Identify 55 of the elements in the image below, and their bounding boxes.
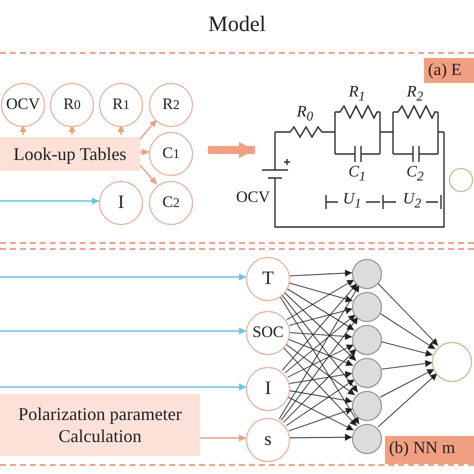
section-label: (b) NN m (385, 436, 474, 464)
arrow (288, 282, 353, 302)
arrow (287, 396, 354, 431)
arrow (381, 341, 433, 357)
arrow (284, 292, 356, 362)
arrow (0, 274, 246, 280)
node-circle: s (246, 418, 290, 462)
arrow (280, 316, 358, 421)
diagram-title: Model (208, 11, 266, 37)
arrow (285, 344, 356, 396)
arrow (140, 148, 149, 156)
arrow (139, 164, 158, 185)
node-circle: SOC (246, 311, 290, 355)
neuron-circle (352, 259, 382, 289)
block-arrow (208, 142, 255, 158)
arrow (288, 338, 354, 366)
arrow (287, 344, 354, 378)
arrow (282, 283, 358, 371)
neuron-circle (352, 325, 382, 355)
output-neuron-circle (432, 342, 472, 382)
arrow (377, 282, 438, 346)
arrow (139, 119, 158, 140)
node-circle: I (246, 367, 290, 411)
arrow (0, 384, 246, 390)
arrow (379, 312, 436, 350)
arrow (0, 328, 246, 334)
neuron-circle (352, 391, 382, 421)
arrow (380, 368, 435, 398)
arrow (288, 307, 353, 326)
arrow (378, 373, 438, 428)
section-panel (0, 248, 474, 466)
section-label: (a) E (424, 58, 474, 83)
arrow (286, 379, 355, 426)
neuron-circle (352, 424, 382, 454)
node-circle: I (99, 181, 143, 225)
node-circle: OCV (1, 83, 45, 127)
arrow (290, 332, 352, 340)
neuron-circle (352, 358, 382, 388)
arrow (0, 198, 99, 204)
arrow (281, 294, 358, 393)
arrow (284, 314, 356, 374)
arrow (290, 434, 352, 441)
arrow (382, 360, 433, 370)
arrow (200, 434, 246, 442)
node-circle: T (246, 257, 290, 301)
output-circle (449, 168, 473, 192)
process-box: Look-up Tables (0, 137, 140, 171)
arrow (289, 371, 353, 384)
arrow (288, 408, 354, 432)
arrow (290, 270, 352, 277)
neuron-circle (352, 292, 382, 322)
arrow (286, 288, 355, 330)
arrow (289, 390, 353, 404)
arrow (286, 279, 354, 320)
process-box: Polarization parameter Calculation (0, 394, 200, 456)
